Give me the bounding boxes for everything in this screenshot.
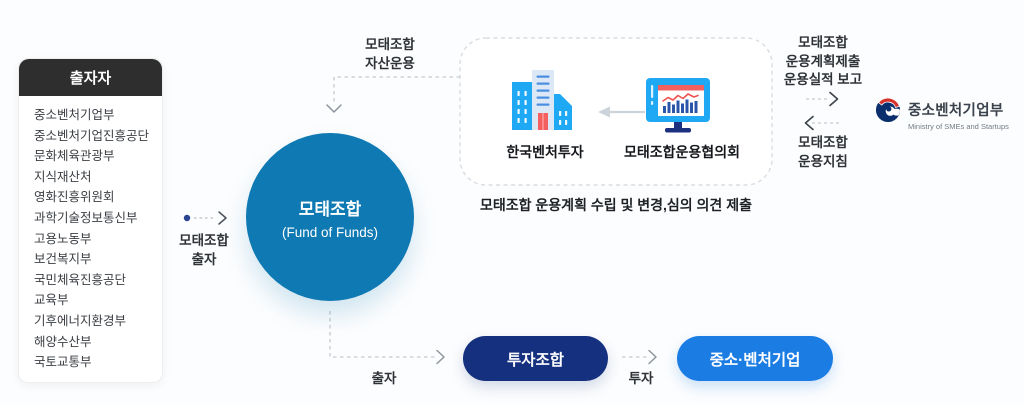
investor-item: 국토교통부 <box>34 355 92 370</box>
investor-item: 고용노동부 <box>34 231 92 246</box>
fund-contribution-label-line2: 출자 <box>191 252 217 267</box>
investor-item: 영화진흥위원회 <box>34 190 115 205</box>
fund-contribution-label-line1: 모태조합 <box>179 233 229 248</box>
asset-management-label-line2: 자산운용 <box>365 56 415 71</box>
guideline-label: 모태조합 운용지침 <box>770 134 876 171</box>
ministry-name: 중소벤처기업부 <box>908 103 1004 119</box>
sme-venture-button[interactable]: 중소·벤처기업 <box>677 336 833 381</box>
plan-report-label: 모태조합 운용계획제출 운용실적 보고 <box>770 34 876 90</box>
fund-circle-title: 모태조합 <box>298 199 362 219</box>
investor-item: 과학기술정보통신부 <box>34 210 138 225</box>
plan-report-label-line3: 운용실적 보고 <box>783 72 863 87</box>
investor-item: 국민체육진흥공단 <box>34 272 127 287</box>
investment-fund-button[interactable]: 투자조합 <box>463 336 608 381</box>
asset-management-label: 모태조합 자산운용 <box>350 35 430 73</box>
monitor-chart-icon <box>646 78 710 133</box>
investor-item: 보건복지부 <box>34 252 92 267</box>
investor-item: 해양수산부 <box>34 334 92 349</box>
fund-contribution-arrow <box>183 211 227 225</box>
guideline-label-line1: 모태조합 <box>798 135 848 150</box>
investor-item: 문화체육관광부 <box>34 149 115 164</box>
kvic-label: 한국벤처투자 <box>506 144 584 160</box>
investor-item: 지식재산처 <box>34 169 92 184</box>
operations-caption: 모태조합 운용계획 수립 및 변경,심의 의견 제출 <box>480 197 752 213</box>
building-icon <box>512 70 572 130</box>
council-label: 모태조합운용협의회 <box>624 144 740 160</box>
investor-item: 기후에너지환경부 <box>34 313 127 328</box>
plan-report-label-line2: 운용계획제출 <box>785 53 861 69</box>
fund-of-funds-circle: 모태조합 (Fund of Funds) <box>246 133 414 301</box>
investors-list: 중소벤처기업부 중소벤처기업진흥공단 문화체육관광부 지식재산처 영화진흥위원회… <box>19 96 162 373</box>
investor-item: 교육부 <box>34 293 69 308</box>
investors-panel-title: 출자자 <box>19 59 162 96</box>
guideline-label-line2: 운용지침 <box>798 153 848 169</box>
operations-dashed-box <box>459 37 773 186</box>
asset-management-label-line1: 모태조합 <box>365 37 415 52</box>
ministry-emblem-icon <box>875 97 901 123</box>
investor-item: 중소벤처기업진흥공단 <box>34 128 150 143</box>
fund-contribution-label: 모태조합 출자 <box>166 231 242 269</box>
investor-item: 중소벤처기업부 <box>34 108 115 122</box>
plan-report-label-line1: 모태조합 <box>798 35 848 50</box>
asset-management-arrow <box>326 76 460 113</box>
investors-panel: 출자자 중소벤처기업부 중소벤처기업진흥공단 문화체육관광부 지식재산처 영화진… <box>18 58 163 383</box>
contribution-arrow <box>329 311 445 365</box>
ministry-name-en: Ministry of SMEs and Startups <box>908 122 1009 131</box>
ministry-texts: 중소벤처기업부 Ministry of SMEs and Startups <box>908 96 1009 131</box>
contribution-label: 출자 <box>371 371 397 386</box>
guideline-arrow <box>804 115 840 131</box>
plan-report-arrow <box>806 91 839 107</box>
investment-arrow <box>622 349 657 365</box>
investment-label: 투자 <box>628 371 654 386</box>
council-to-kvic-arrow <box>598 106 645 118</box>
ministry-logo: 중소벤처기업부 Ministry of SMEs and Startups <box>874 96 1009 131</box>
fund-circle-subtitle: (Fund of Funds) <box>281 224 379 240</box>
